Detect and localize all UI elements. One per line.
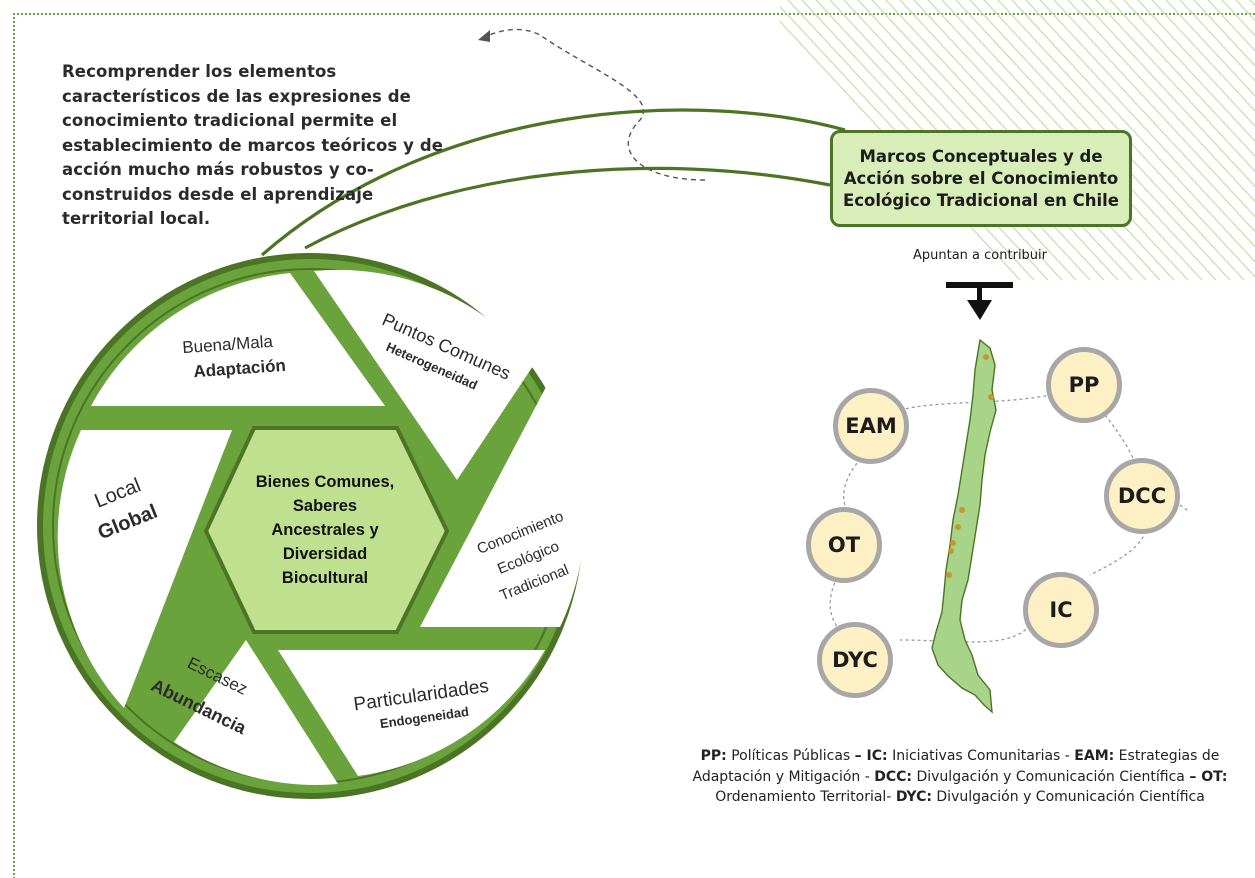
segment-lower-right <box>278 650 545 776</box>
decorative-stripe <box>1067 0 1255 203</box>
decorative-stripe <box>1221 0 1255 37</box>
decorative-stripe <box>1179 0 1255 82</box>
center-hexagon <box>203 426 450 634</box>
decorative-stripe <box>1137 0 1255 127</box>
decorative-stripe <box>1123 0 1255 142</box>
decorative-stripe <box>1039 0 1255 233</box>
legend-ot-abbr: – OT: <box>1189 768 1228 785</box>
segment-right <box>420 385 585 627</box>
arrow-label: Apuntan a contribuir <box>913 248 1047 263</box>
legend-pp-text: Políticas Públicas <box>726 748 855 764</box>
down-arrow-icon <box>946 282 1013 320</box>
segment-top <box>91 273 385 406</box>
legend-eam-abbr: EAM: <box>1074 748 1115 764</box>
bubble-eam: EAM <box>833 388 909 464</box>
legend-dcc-text: Divulgación y Comunicación Científica <box>912 768 1190 785</box>
legend-dyc-abbr: DYC: <box>895 789 932 805</box>
decorative-stripe <box>1207 0 1255 52</box>
decorative-stripe <box>1165 0 1255 97</box>
decorative-stripe <box>1235 0 1255 22</box>
chile-map <box>931 338 997 714</box>
aperture-diagram <box>37 253 585 799</box>
decorative-stripe <box>1095 0 1255 173</box>
decorative-stripe <box>1025 0 1255 248</box>
decorative-stripe <box>1109 0 1255 158</box>
center-label-line3: Ancestrales y <box>271 521 379 539</box>
segment-lower-left <box>174 640 338 785</box>
center-label-line1: Bienes Comunes, <box>256 473 394 491</box>
intro-text: Recomprender los elementos característic… <box>62 62 444 228</box>
center-label-line5: Biocultural <box>282 569 368 587</box>
bubble-dyc: DYC <box>817 622 893 698</box>
decorative-stripe <box>1081 0 1255 188</box>
segment-left <box>57 430 232 708</box>
legend-dcc-abbr: DCC: <box>874 768 913 785</box>
connector-curve-lower <box>304 166 831 250</box>
legend: PP: Políticas Públicas – IC: Iniciativas… <box>665 746 1255 808</box>
decorative-stripe <box>1151 0 1255 112</box>
legend-eam-text: Estrategias de Adaptación y Mitigación - <box>692 748 1220 785</box>
bubble-dcc: DCC <box>1104 458 1180 534</box>
connector-curve-upper <box>260 108 846 257</box>
dashed-arrowhead <box>478 30 490 42</box>
decorative-stripe <box>1193 0 1255 67</box>
map-location-dots <box>946 354 994 578</box>
dashed-loop-arrow <box>481 28 706 181</box>
legend-ot-text: Ordenamiento Territorial- <box>715 789 896 805</box>
bubble-ot: OT <box>806 507 882 583</box>
bubble-pp: PP <box>1046 347 1122 423</box>
legend-dyc-text: Divulgación y Comunicación Científica <box>931 789 1205 805</box>
title-box: Marcos Conceptuales y de Acción sobre el… <box>830 130 1132 227</box>
center-label-line2: Saberes <box>293 497 357 515</box>
legend-ic-text: Iniciativas Comunitarias - <box>887 748 1075 764</box>
bubble-ic: IC <box>1023 572 1099 648</box>
decorative-stripe <box>1011 0 1255 263</box>
legend-ic-abbr: – IC: <box>854 748 888 764</box>
dotted-frame <box>13 13 1255 878</box>
center-label-line4: Diversidad <box>283 545 367 563</box>
segment-upper-right <box>314 269 535 480</box>
legend-pp-abbr: PP: <box>700 748 727 764</box>
decorative-stripe <box>1053 0 1255 218</box>
